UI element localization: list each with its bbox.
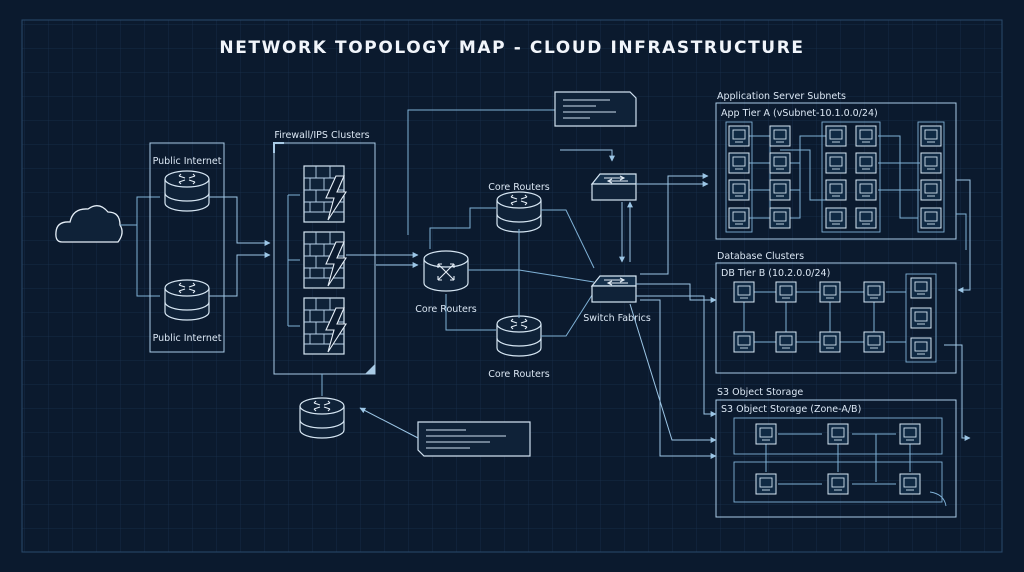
firewall-icon[interactable] (303, 297, 347, 355)
server-icon[interactable] (775, 281, 797, 303)
switch-icon[interactable] (591, 173, 637, 201)
firewall-label: Firewall/IPS Clusters (274, 130, 369, 141)
server-icon[interactable] (920, 152, 942, 174)
public-internet-top-label: Public Internet (153, 156, 222, 167)
server-icon[interactable] (728, 179, 750, 201)
server-icon[interactable] (855, 125, 877, 147)
core-router-main[interactable] (423, 250, 469, 292)
note-icon (554, 91, 637, 127)
switch-fabrics-label: Switch Fabrics (583, 313, 651, 324)
s3-storage-group (715, 399, 957, 518)
firewall-icon[interactable] (303, 231, 347, 289)
server-icon[interactable] (769, 179, 791, 201)
server-icon[interactable] (825, 207, 847, 229)
diagram-title: NETWORK TOPOLOGY MAP - CLOUD INFRASTRUCT… (219, 38, 804, 58)
db-server-grid (733, 273, 937, 363)
public-internet-group (149, 142, 225, 353)
server-icon[interactable] (728, 207, 750, 229)
server-icon[interactable] (920, 125, 942, 147)
router-icon[interactable] (496, 315, 542, 357)
server-icon[interactable] (855, 152, 877, 174)
app-subnets-label: Application Server Subnets (717, 91, 846, 102)
db-clusters-group (715, 262, 957, 374)
server-icon[interactable] (920, 179, 942, 201)
server-icon[interactable] (769, 207, 791, 229)
db-clusters-label: Database Clusters (717, 251, 804, 262)
server-icon[interactable] (775, 331, 797, 353)
router-icon[interactable] (299, 397, 345, 439)
db-tier-label: DB Tier B (10.2.0.0/24) (721, 268, 830, 279)
core-routers-bottom-label: Core Routers (488, 369, 549, 380)
server-icon[interactable] (910, 307, 932, 329)
app-tier-label: App Tier A (vSubnet-10.1.0.0/24) (721, 108, 878, 119)
server-icon[interactable] (825, 125, 847, 147)
server-icon[interactable] (769, 152, 791, 174)
s3-storage-label: S3 Object Storage (717, 387, 803, 398)
server-icon[interactable] (899, 473, 921, 495)
firewall-icon[interactable] (303, 165, 347, 223)
server-icon[interactable] (825, 179, 847, 201)
s3-server-grid (733, 417, 947, 507)
router-icon[interactable] (164, 279, 210, 321)
server-icon[interactable] (910, 277, 932, 299)
server-icon[interactable] (755, 423, 777, 445)
server-icon[interactable] (855, 179, 877, 201)
server-icon[interactable] (825, 152, 847, 174)
public-internet-bottom-label: Public Internet (153, 333, 222, 344)
server-icon[interactable] (755, 473, 777, 495)
server-icon[interactable] (769, 125, 791, 147)
server-icon[interactable] (819, 281, 841, 303)
server-icon[interactable] (863, 331, 885, 353)
router-icon[interactable] (164, 170, 210, 212)
server-icon[interactable] (910, 337, 932, 359)
switch-icon[interactable] (591, 275, 637, 303)
app-server-grid (725, 121, 945, 233)
server-icon[interactable] (899, 423, 921, 445)
server-icon[interactable] (827, 423, 849, 445)
s3-zone-label: S3 Object Storage (Zone-A/B) (721, 404, 861, 415)
server-icon[interactable] (733, 331, 755, 353)
app-subnets-group (715, 102, 957, 240)
server-icon[interactable] (819, 331, 841, 353)
router-icon[interactable] (496, 191, 542, 233)
server-icon[interactable] (733, 281, 755, 303)
core-routers-top-label: Core Routers (488, 182, 549, 193)
firewall-group (273, 142, 376, 375)
server-icon[interactable] (728, 152, 750, 174)
note-icon (417, 421, 531, 457)
server-icon[interactable] (863, 281, 885, 303)
server-icon[interactable] (728, 125, 750, 147)
server-icon[interactable] (855, 207, 877, 229)
server-icon[interactable] (827, 473, 849, 495)
server-icon[interactable] (920, 207, 942, 229)
